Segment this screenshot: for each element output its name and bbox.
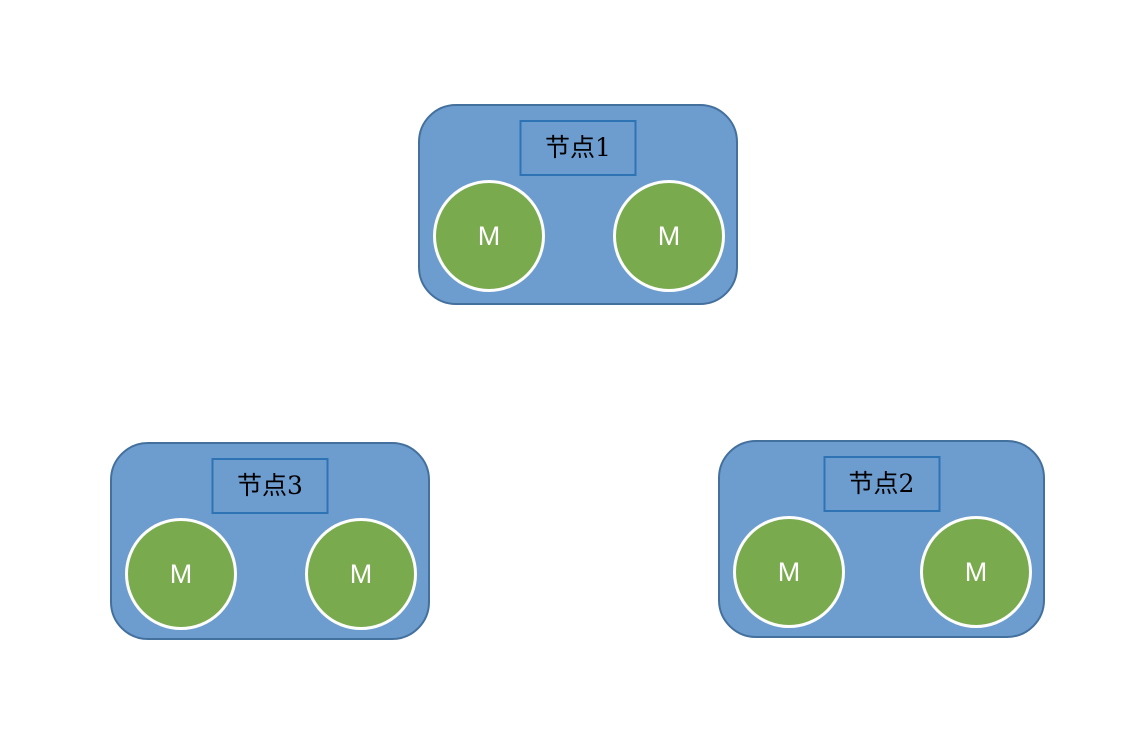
node-3-member-circle-right: M xyxy=(305,518,417,630)
node-3-member-circle-left: M xyxy=(125,518,237,630)
node-2-member-circle-right: M xyxy=(920,516,1032,628)
node-2-label: 节点2 xyxy=(823,456,940,512)
node-2: 节点2 M M xyxy=(718,440,1045,638)
node-1-member-circle-right: M xyxy=(613,180,725,292)
node-3-label: 节点3 xyxy=(211,458,329,514)
node-1-member-circle-left: M xyxy=(433,180,545,292)
node-2-member-circle-left: M xyxy=(733,516,845,628)
node-1-label: 节点1 xyxy=(519,120,637,176)
node-3: 节点3 M M xyxy=(110,442,430,640)
node-1: 节点1 M M xyxy=(418,104,738,305)
